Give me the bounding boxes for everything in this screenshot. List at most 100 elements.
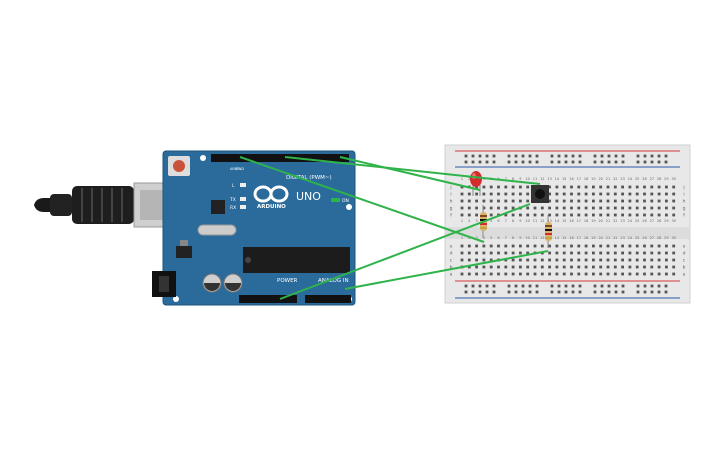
wire[interactable] <box>339 156 481 191</box>
breadboard-hole[interactable] <box>577 244 581 248</box>
breadboard-hole[interactable] <box>548 192 551 196</box>
breadboard-hole[interactable] <box>672 213 676 217</box>
breadboard-hole[interactable] <box>599 251 603 255</box>
breadboard-hole[interactable] <box>577 192 581 196</box>
breadboard-hole[interactable] <box>570 272 573 276</box>
breadboard-hole[interactable] <box>478 284 482 288</box>
breadboard-hole[interactable] <box>562 185 566 189</box>
breadboard-hole[interactable] <box>593 284 597 288</box>
breadboard-hole[interactable] <box>475 272 478 276</box>
breadboard-hole[interactable] <box>467 244 471 248</box>
breadboard-hole[interactable] <box>621 192 624 196</box>
breadboard-hole[interactable] <box>511 213 515 217</box>
breadboard-hole[interactable] <box>664 284 668 288</box>
breadboard-hole[interactable] <box>635 244 639 248</box>
breadboard-hole[interactable] <box>606 258 610 262</box>
breadboard-hole[interactable] <box>482 244 486 248</box>
wire[interactable] <box>284 156 541 185</box>
breadboard-hole[interactable] <box>519 185 522 189</box>
breadboard-hole[interactable] <box>511 206 515 210</box>
breadboard-hole[interactable] <box>511 185 515 189</box>
breadboard-hole[interactable] <box>584 244 588 248</box>
breadboard-hole[interactable] <box>514 154 518 158</box>
wire[interactable] <box>279 203 531 300</box>
breadboard-hole[interactable] <box>584 265 588 269</box>
breadboard-hole[interactable] <box>650 265 654 269</box>
breadboard-hole[interactable] <box>489 251 493 255</box>
breadboard-hole[interactable] <box>555 185 559 189</box>
breadboard-hole[interactable] <box>526 265 530 269</box>
breadboard-hole[interactable] <box>475 244 478 248</box>
breadboard-hole[interactable] <box>526 213 530 217</box>
breadboard-hole[interactable] <box>555 258 559 262</box>
breadboard-hole[interactable] <box>621 160 625 164</box>
breadboard-hole[interactable] <box>584 199 588 203</box>
breadboard-hole[interactable] <box>650 206 654 210</box>
breadboard-hole[interactable] <box>650 251 654 255</box>
breadboard-hole[interactable] <box>599 192 603 196</box>
breadboard-hole[interactable] <box>475 213 478 217</box>
breadboard-hole[interactable] <box>548 206 551 210</box>
breadboard-hole[interactable] <box>521 290 525 294</box>
breadboard-hole[interactable] <box>548 265 551 269</box>
breadboard-hole[interactable] <box>482 206 486 210</box>
breadboard-hole[interactable] <box>606 213 610 217</box>
breadboard-hole[interactable] <box>570 251 573 255</box>
breadboard-hole[interactable] <box>492 160 496 164</box>
breadboard-hole[interactable] <box>643 213 646 217</box>
breadboard-hole[interactable] <box>643 272 646 276</box>
breadboard-hole[interactable] <box>471 160 475 164</box>
breadboard-hole[interactable] <box>540 272 544 276</box>
breadboard-hole[interactable] <box>548 199 551 203</box>
breadboard-hole[interactable] <box>555 213 559 217</box>
breadboard-hole[interactable] <box>464 284 468 288</box>
breadboard-hole[interactable] <box>613 258 617 262</box>
breadboard-hole[interactable] <box>578 160 582 164</box>
breadboard-hole[interactable] <box>460 251 464 255</box>
breadboard-hole[interactable] <box>657 258 661 262</box>
breadboard-hole[interactable] <box>497 272 500 276</box>
breadboard-hole[interactable] <box>514 284 518 288</box>
breadboard-hole[interactable] <box>592 251 595 255</box>
breadboard-hole[interactable] <box>526 251 530 255</box>
breadboard-hole[interactable] <box>497 185 500 189</box>
breadboard-hole[interactable] <box>514 290 518 294</box>
breadboard-hole[interactable] <box>533 265 537 269</box>
breadboard-hole[interactable] <box>485 160 489 164</box>
breadboard-hole[interactable] <box>526 244 530 248</box>
breadboard-hole[interactable] <box>475 206 478 210</box>
breadboard-hole[interactable] <box>672 258 676 262</box>
breadboard-hole[interactable] <box>577 199 581 203</box>
breadboard-hole[interactable] <box>643 290 647 294</box>
breadboard-hole[interactable] <box>535 284 539 288</box>
breadboard-hole[interactable] <box>511 272 515 276</box>
breadboard-hole[interactable] <box>497 199 500 203</box>
breadboard-hole[interactable] <box>514 160 518 164</box>
breadboard-hole[interactable] <box>592 206 595 210</box>
breadboard-hole[interactable] <box>643 284 647 288</box>
breadboard-hole[interactable] <box>557 290 561 294</box>
breadboard-hole[interactable] <box>600 160 604 164</box>
breadboard-hole[interactable] <box>526 192 530 196</box>
breadboard-hole[interactable] <box>497 192 500 196</box>
breadboard-hole[interactable] <box>519 251 522 255</box>
breadboard-hole[interactable] <box>511 244 515 248</box>
breadboard-hole[interactable] <box>497 244 500 248</box>
breadboard-hole[interactable] <box>650 258 654 262</box>
breadboard-hole[interactable] <box>643 265 646 269</box>
breadboard-hole[interactable] <box>650 160 654 164</box>
breadboard-hole[interactable] <box>600 284 604 288</box>
breadboard-hole[interactable] <box>628 206 632 210</box>
breadboard-hole[interactable] <box>528 154 532 158</box>
breadboard-hole[interactable] <box>613 199 617 203</box>
breadboard-hole[interactable] <box>511 192 515 196</box>
breadboard-hole[interactable] <box>550 284 554 288</box>
breadboard-hole[interactable] <box>621 272 624 276</box>
breadboard-hole[interactable] <box>478 160 482 164</box>
breadboard-hole[interactable] <box>467 213 471 217</box>
breadboard-hole[interactable] <box>519 265 522 269</box>
breadboard-hole[interactable] <box>621 154 625 158</box>
breadboard-hole[interactable] <box>614 154 618 158</box>
breadboard-hole[interactable] <box>519 213 522 217</box>
breadboard-hole[interactable] <box>511 265 515 269</box>
